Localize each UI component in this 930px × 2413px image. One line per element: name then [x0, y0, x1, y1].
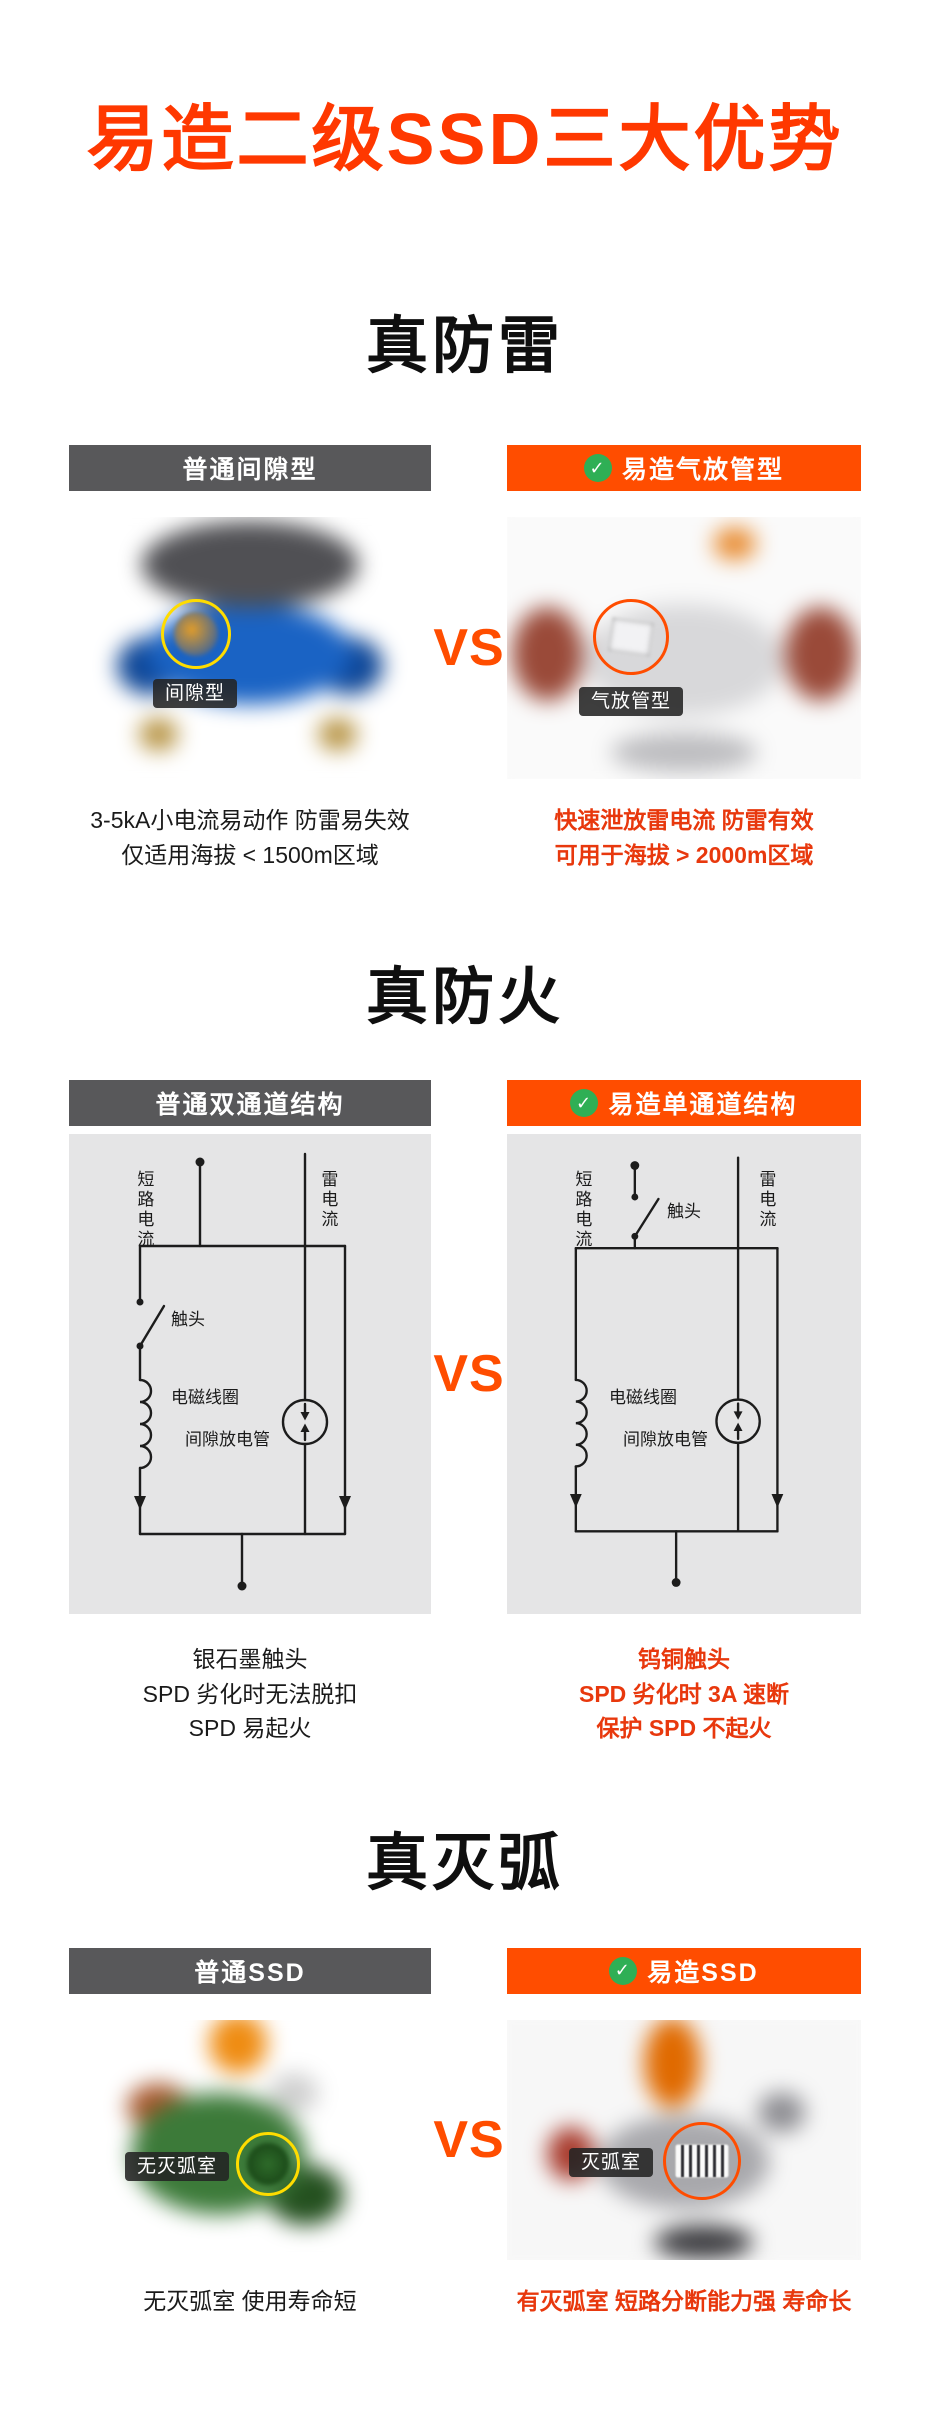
section-lightning-protection: 真防雷 普通间隙型 间隙型 3-5kA小电流易动作 防雷易失效 仅适用海拔 < …: [0, 295, 930, 872]
yizao-header: ✓ 易造气放管型: [507, 445, 861, 491]
magnifier-circle: [663, 2121, 741, 2200]
photo-badge: 灭弧室: [569, 2147, 654, 2177]
ordinary-caption: 银石墨触头 SPD 劣化时无法脱扣 SPD 易起火: [69, 1642, 431, 1746]
magnifier-circle: [593, 599, 669, 675]
yizao-header: ✓ 易造SSD: [507, 1947, 861, 1994]
circuit-diagram: [569, 1156, 784, 1587]
caption-line: 保护 SPD 不起火: [596, 1715, 772, 1741]
photo-badge: 间隙型: [153, 679, 238, 708]
label-gap-discharge-tube: 间隙放电管: [185, 1430, 270, 1449]
magnified-arc-chute-plates: [675, 2143, 729, 2178]
vs-label: VS: [433, 2110, 505, 2169]
comparison-row: 普通间隙型 间隙型 3-5kA小电流易动作 防雷易失效 仅适用海拔 < 1500…: [0, 445, 930, 872]
circuit-diagram: [134, 1152, 351, 1591]
vs-column: VS: [431, 1948, 507, 2319]
product-photo-no-arc-chamber: 无灭弧室: [69, 2019, 431, 2260]
header-label: 普通SSD: [194, 1958, 306, 1987]
yizao-column: ✓ 易造单通道结构: [507, 1080, 861, 1746]
caption-line: 钨铜触头: [638, 1646, 730, 1672]
label-contact: 触头: [171, 1310, 205, 1329]
ordinary-header: 普通SSD: [69, 1947, 431, 1994]
label-lightning-current: 雷电流: [756, 1170, 776, 1230]
caption-line: 银石墨触头: [192, 1646, 308, 1672]
section-arc-extinguishing: 真灭弧 普通SSD 无灭弧室 无灭弧室 使用寿命短 VS ✓ 易造SSD: [0, 1812, 930, 2319]
caption-line: SPD 劣化时无法脱扣: [142, 1680, 358, 1707]
photo-badge: 气放管型: [579, 687, 684, 716]
page-title: 易造二级SSD三大优势: [86, 100, 844, 180]
ordinary-column: 普通双通道结构: [69, 1080, 431, 1746]
vs-label: VS: [433, 1345, 505, 1403]
ordinary-header: 普通间隙型: [69, 445, 431, 491]
label-coil: 电磁线圈: [609, 1388, 677, 1407]
ordinary-caption: 3-5kA小电流易动作 防雷易失效 仅适用海拔 < 1500m区域: [69, 803, 431, 872]
section-heading: 真防火: [365, 963, 564, 1032]
header-label: 易造气放管型: [621, 456, 784, 484]
ordinary-column: 普通间隙型 间隙型 3-5kA小电流易动作 防雷易失效 仅适用海拔 < 1500…: [69, 445, 431, 872]
photo-badge: 无灭弧室: [125, 2151, 230, 2181]
label-gap-discharge-tube: 间隙放电管: [623, 1430, 708, 1449]
magnified-detail: [247, 2142, 289, 2185]
check-icon: ✓: [583, 454, 612, 482]
caption-line: 仅适用海拔 < 1500m区域: [121, 841, 379, 868]
label-contact: 触头: [667, 1202, 701, 1221]
caption-line: 无灭弧室 使用寿命短: [143, 2287, 357, 2314]
single-channel-circuit-diagram: 短路电流 雷电流 触头 电磁线圈 间隙放电管: [507, 1134, 861, 1614]
label-short-circuit-current: 短路电流: [134, 1170, 154, 1250]
product-photo-gdt-type: 气放管型: [507, 517, 861, 779]
product-photo-arc-chamber: 灭弧室: [507, 2019, 861, 2260]
yizao-caption: 有灭弧室 短路分断能力强 寿命长: [507, 2284, 861, 2319]
caption-line: SPD 劣化时 3A 速断: [578, 1680, 789, 1707]
label-coil: 电磁线圈: [171, 1388, 239, 1407]
comparison-row: 普通双通道结构: [0, 1080, 930, 1746]
magnified-detail: [174, 612, 218, 656]
vs-column: VS: [431, 1080, 507, 1746]
header-label: 易造SSD: [647, 1958, 759, 1987]
yizao-column: ✓ 易造气放管型 气放管型 快速泄放雷电流 防雷有效 可用于海拔 > 2000m…: [507, 445, 861, 872]
caption-line: 有灭弧室 短路分断能力强 寿命长: [516, 2287, 852, 2314]
dual-channel-circuit-diagram: 短路电流 雷电流 触头 电磁线圈 间隙放电管: [69, 1134, 431, 1614]
yizao-caption: 快速泄放雷电流 防雷有效 可用于海拔 > 2000m区域: [507, 803, 861, 872]
caption-line: 可用于海拔 > 2000m区域: [554, 841, 814, 868]
ordinary-column: 普通SSD 无灭弧室 无灭弧室 使用寿命短: [69, 1947, 431, 2319]
vs-column: VS: [431, 445, 507, 872]
vs-label: VS: [433, 619, 505, 677]
label-short-circuit-current: 短路电流: [572, 1170, 592, 1250]
label-lightning-current: 雷电流: [318, 1170, 338, 1230]
section-fire-prevention: 真防火 普通双通道结构: [0, 946, 930, 1746]
magnified-detail: [607, 617, 655, 657]
ordinary-caption: 无灭弧室 使用寿命短: [69, 2284, 431, 2319]
yizao-column: ✓ 易造SSD 灭弧室 有灭弧室 短路分断能力强 寿命长: [507, 1947, 861, 2319]
section-heading: 真防雷: [365, 312, 564, 381]
yizao-header: ✓ 易造单通道结构: [507, 1080, 861, 1126]
section-heading: 真灭弧: [365, 1828, 564, 1898]
header-label: 易造单通道结构: [608, 1091, 798, 1119]
yizao-caption: 钨铜触头 SPD 劣化时 3A 速断 保护 SPD 不起火: [507, 1642, 861, 1746]
comparison-row: 普通SSD 无灭弧室 无灭弧室 使用寿命短 VS ✓ 易造SSD: [0, 1947, 930, 2319]
magnifier-circle: [161, 599, 231, 669]
caption-line: 快速泄放雷电流 防雷有效: [554, 807, 814, 833]
check-icon: ✓: [609, 1956, 638, 1985]
product-photo-gap-type: 间隙型: [69, 517, 431, 779]
check-icon: ✓: [570, 1089, 599, 1117]
caption-line: 3-5kA小电流易动作 防雷易失效: [90, 807, 410, 833]
caption-line: SPD 易起火: [188, 1715, 312, 1741]
header-label: 普通双通道结构: [155, 1091, 345, 1119]
magnifier-circle: [236, 2131, 300, 2196]
header-label: 普通间隙型: [182, 456, 318, 484]
ordinary-header: 普通双通道结构: [69, 1080, 431, 1126]
